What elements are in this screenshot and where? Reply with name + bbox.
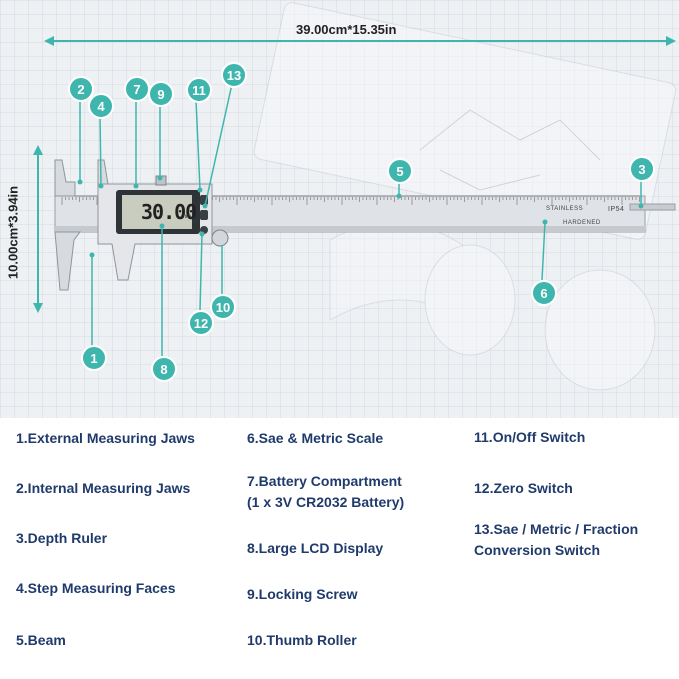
conversion-switch	[200, 210, 208, 220]
callout-6: 6	[531, 280, 557, 306]
legend-item-9: 9.Locking Screw	[247, 586, 358, 602]
legend-item-8: 8.Large LCD Display	[247, 540, 384, 556]
legend-item-3: 3.Depth Ruler	[16, 530, 108, 546]
internal-jaw-fixed	[54, 159, 76, 197]
blueprint-background	[253, 2, 677, 391]
callout-4: 4	[88, 93, 114, 119]
legend-item-7-title: 7.Battery Compartment	[247, 473, 402, 489]
lcd-unit: mm	[181, 214, 191, 220]
height-dimension-label: 10.00cm*3.94in	[5, 185, 21, 280]
callout-1: 1	[81, 345, 107, 371]
thumb-roller	[211, 229, 229, 247]
callout-5: 5	[387, 158, 413, 184]
legend-item-1: 1.External Measuring Jaws	[16, 430, 195, 446]
callout-leaders	[79, 83, 642, 356]
caliper-illustration	[33, 2, 677, 391]
legend-item-5: 5.Beam	[16, 632, 66, 648]
depth-ruler	[629, 203, 676, 211]
legend-item-13-title: 13.Sae / Metric / Fraction	[474, 521, 639, 537]
parts-legend: 1.External Measuring Jaws 2.Internal Mea…	[0, 418, 679, 679]
internal-jaw-sliding	[97, 159, 109, 185]
height-dimension-arrow	[33, 145, 43, 313]
legend-item-6: 6.Sae & Metric Scale	[247, 430, 384, 446]
legend-item-7-detail: (1 x 3V CR2032 Battery)	[247, 494, 405, 510]
legend-item-2: 2.Internal Measuring Jaws	[16, 480, 191, 496]
width-dimension-arrow	[44, 36, 676, 46]
callout-3: 3	[629, 156, 655, 182]
legend-item-12: 12.Zero Switch	[474, 480, 573, 496]
callout-10: 10	[210, 294, 236, 320]
legend-item-13-detail: Conversion Switch	[474, 542, 601, 558]
callout-11: 11	[186, 77, 212, 103]
legend-item-4: 4.Step Measuring Faces	[16, 580, 176, 596]
lcd-display	[122, 195, 192, 229]
beam-stamp-stainless: STAINLESS	[546, 206, 584, 212]
beam-stamp-hardened: HARDENED	[563, 220, 601, 226]
callout-9: 9	[148, 81, 174, 107]
scale-ticks	[61, 197, 640, 205]
callout-8: 8	[151, 356, 177, 382]
callout-7: 7	[124, 76, 150, 102]
legend-item-11: 11.On/Off Switch	[474, 429, 586, 445]
callout-13: 13	[221, 62, 247, 88]
callout-12: 12	[188, 310, 214, 336]
caliper-photo: 39.00cm*15.35in 10.00cm*3.94in 30.00 mm …	[0, 0, 679, 418]
legend-item-10: 10.Thumb Roller	[247, 632, 357, 648]
beam-stamp-ip-rating: IP54	[608, 206, 625, 213]
external-jaw-fixed	[54, 231, 81, 291]
width-dimension-label: 39.00cm*15.35in	[296, 22, 397, 37]
lcd-reading: 30.00	[141, 200, 197, 224]
